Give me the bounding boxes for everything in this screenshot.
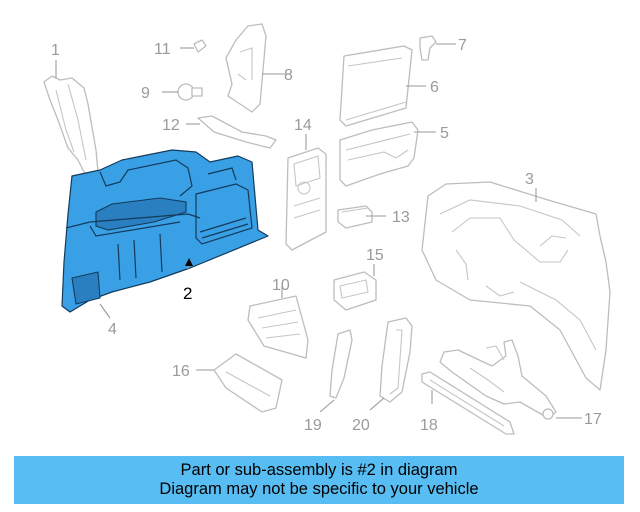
callout-6: 6 [430,79,439,96]
callout-18: 18 [420,417,438,434]
part-16-tray [213,353,283,413]
leader-lines [55,43,582,419]
callout-10: 10 [272,277,290,294]
part-17-jack [439,339,557,420]
callout-17: 17 [584,411,602,428]
callout-4: 4 [108,321,117,338]
callout-2: 2 [183,284,192,303]
part-2-quarter-trim-panel [61,149,269,313]
part-14-switch-panel [285,147,327,251]
part-10-vent-panel [247,295,309,359]
callout-7: 7 [458,37,467,54]
part-18-jack-handle [421,371,515,435]
callout-16: 16 [172,363,190,380]
part-15-outlet-housing [333,271,377,311]
part-1-pillar-trim [43,75,99,179]
banner-line-1: Part or sub-assembly is #2 in diagram [180,461,458,479]
callout-15: 15 [366,247,384,264]
arrow-2-icon [185,258,193,266]
part-5-trim-panel [339,121,419,187]
callout-5: 5 [440,125,449,142]
callout-11: 11 [154,41,171,58]
callout-20: 20 [352,417,370,434]
part-13-block [337,205,373,229]
part-8-upper-trim [225,23,267,113]
part-19-strip [329,329,353,399]
part-6-cargo-cover [339,45,413,127]
callout-8: 8 [284,67,293,84]
callout-19: 19 [304,417,322,434]
part-9-bolt [177,83,203,101]
part-20-pillar-trim [379,317,413,403]
callout-14: 14 [294,117,312,134]
callout-1: 1 [51,42,60,59]
callout-3: 3 [525,171,534,188]
callout-12: 12 [162,117,180,134]
part-11-clip [193,39,207,53]
callout-9: 9 [141,85,150,102]
banner-line-2: Diagram may not be specific to your vehi… [159,480,479,498]
parts-diagram: 1 2 3 4 5 6 7 8 9 10 11 12 13 14 15 16 1… [43,23,611,435]
callout-13: 13 [392,209,410,226]
disclaimer-banner: Part or sub-assembly is #2 in diagram Di… [14,456,624,504]
part-3-right-quarter-panel [421,181,611,391]
part-12-strip [197,115,277,149]
callouts: 1 2 3 4 5 6 7 8 9 10 11 12 13 14 15 16 1… [51,37,602,434]
part-7-clip [419,35,437,61]
